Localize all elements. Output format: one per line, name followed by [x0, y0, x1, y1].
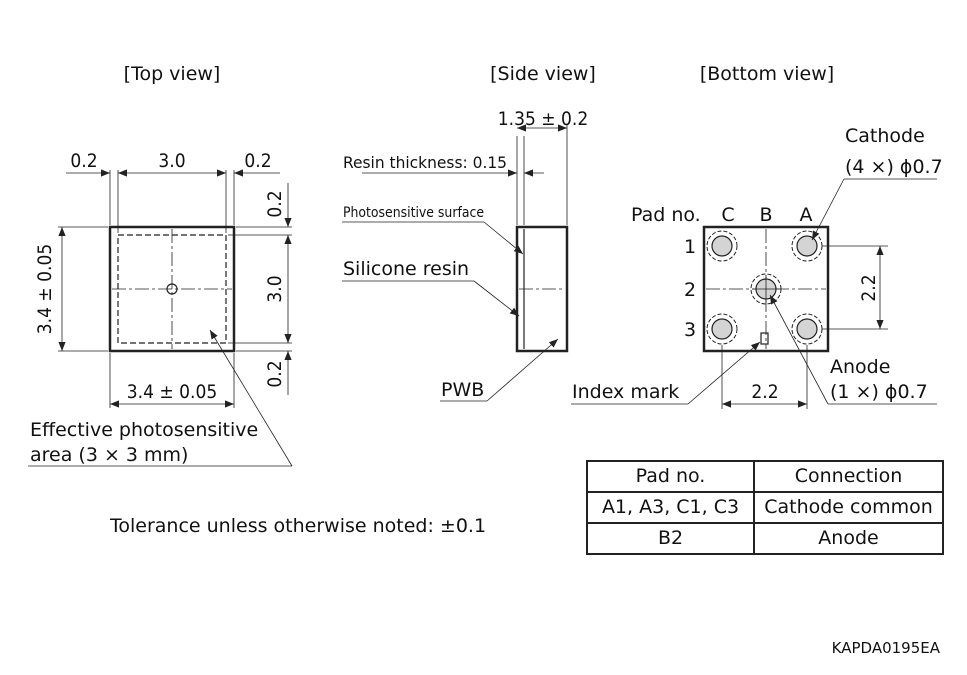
pad-connection-table: Pad no. Connection A1, A3, C1, C3 Cathod…: [586, 460, 944, 555]
side-view-package-outline: [515, 225, 569, 353]
effective-area-label-line1: Effective photosensitive: [30, 419, 258, 441]
column-b-label: B: [759, 204, 772, 226]
top-view: [28, 169, 293, 467]
table-header-row: Pad no. Connection: [586, 460, 944, 493]
cathode-label-line2: (4 ×) ϕ0.7: [845, 156, 943, 178]
dim-top-height: 3.4 ± 0.05: [34, 244, 56, 334]
row-2-label: 2: [684, 279, 696, 301]
table-cell-pad-no: A1, A3, C1, C3: [586, 491, 755, 524]
table-row: A1, A3, C1, C3 Cathode common: [586, 491, 944, 524]
dim-bottom-pitch-vertical: 2.2: [858, 274, 880, 301]
table-header-connection: Connection: [753, 460, 944, 493]
resin-thickness-label: Resin thickness: 0.15: [343, 153, 507, 172]
tolerance-note: Tolerance unless otherwise noted: ±0.1: [109, 515, 486, 537]
dim-bottom-pitch-horizontal: 2.2: [751, 381, 778, 403]
index-mark: [760, 332, 769, 345]
top-view-package-outline: [108, 225, 236, 353]
pad-c3: [706, 313, 738, 345]
bottom-view-package-outline: [702, 225, 830, 353]
table-cell-pad-no: B2: [586, 522, 755, 555]
index-mark-label: Index mark: [572, 381, 679, 403]
anode-label-line2: (1 ×) ϕ0.7: [830, 381, 928, 403]
pad-no-label: Pad no.: [631, 204, 701, 226]
effective-area-leader: [209, 329, 293, 467]
dim-side-thickness: 1.35 ± 0.2: [498, 108, 588, 130]
dim-top-bottom-margin: 0.2: [264, 360, 286, 387]
column-a-label: A: [800, 204, 813, 226]
pad-a1: [791, 230, 823, 262]
top-view-center-mark: [166, 283, 178, 295]
table-cell-connection: Anode: [753, 522, 944, 555]
side-view: [342, 124, 569, 402]
pad-a3: [791, 313, 823, 345]
pwb-label: PWB: [441, 379, 484, 401]
side-view-title: [Side view]: [490, 63, 596, 85]
pad-c1: [706, 230, 738, 262]
dim-top-bottom-width: 3.4 ± 0.05: [127, 381, 217, 403]
dim-top-width: 3.0: [158, 150, 185, 172]
pad-b2: [750, 273, 782, 305]
row-3-label: 3: [684, 319, 696, 341]
photosensitive-surface-label: Photosensitive surface: [343, 205, 484, 221]
cathode-label-line1: Cathode: [845, 125, 925, 147]
row-1-label: 1: [684, 236, 696, 258]
drawing-id: KAPDA0195EA: [832, 639, 941, 657]
dim-top-top-margin: 0.2: [264, 190, 286, 217]
table-header-pad-no: Pad no.: [586, 460, 755, 493]
dim-top-inner-height: 3.0: [264, 275, 286, 302]
bottom-view: [571, 178, 937, 409]
table-row: B2 Anode: [586, 522, 944, 555]
bottom-view-title: [Bottom view]: [700, 63, 834, 85]
effective-area-label-line2: area (3 × 3 mm): [30, 444, 188, 466]
dim-top-right-margin: 0.2: [244, 150, 271, 172]
silicone-resin-label: Silicone resin: [343, 258, 469, 280]
top-view-title: [Top view]: [124, 63, 221, 85]
dim-top-left-margin: 0.2: [70, 150, 97, 172]
table-cell-connection: Cathode common: [753, 491, 944, 524]
anode-label-line1: Anode: [830, 356, 890, 378]
column-c-label: C: [721, 204, 734, 226]
